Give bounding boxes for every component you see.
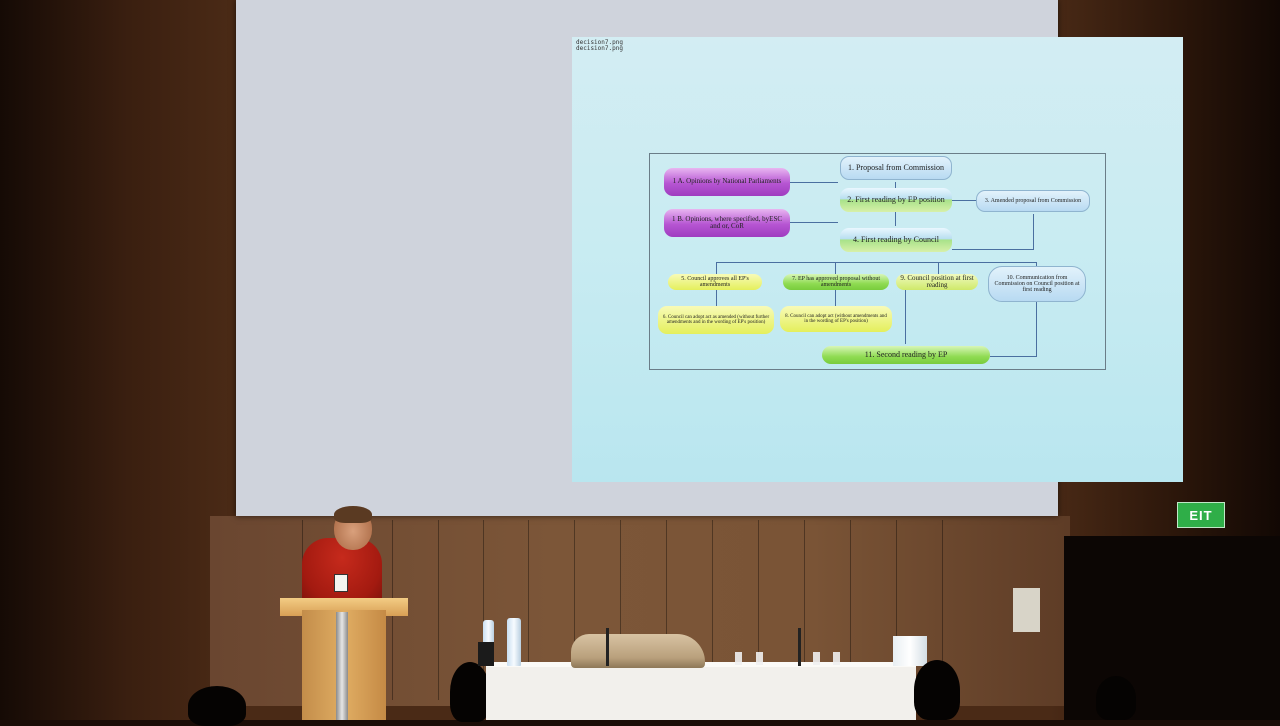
speaker-device xyxy=(478,642,494,666)
flow-node-council-position: 9. Council position at first reading xyxy=(896,274,978,290)
codecision-flowchart: 1. Proposal from Commission 1 A. Opinion… xyxy=(649,153,1106,370)
drinking-glass xyxy=(813,652,820,665)
microphone xyxy=(798,628,801,666)
connector xyxy=(835,288,836,306)
wall-notice xyxy=(1013,588,1040,632)
drinking-glass xyxy=(756,652,763,665)
flow-node-adopt-act: 8. Council can adopt act (without amendm… xyxy=(780,306,892,332)
projection-screen: decision7.png decision7.png 1. Proposal … xyxy=(236,0,1183,516)
connector xyxy=(952,249,1034,250)
panel-seam xyxy=(712,520,713,700)
flow-node-amended-proposal: 3. Amended proposal from Commission xyxy=(976,190,1090,212)
connector xyxy=(990,356,1037,357)
panel-seam xyxy=(666,520,667,700)
panel-seam xyxy=(483,520,484,700)
connector xyxy=(790,222,838,223)
panel-seam xyxy=(574,520,575,700)
name-badge xyxy=(334,574,348,592)
flow-node-commission-communication: 10. Communication from Commission on Cou… xyxy=(988,266,1086,302)
speaker-hair xyxy=(334,506,372,523)
connector xyxy=(835,262,836,274)
flow-node-council-approves: 5. Council approves all EP's amendments xyxy=(668,274,762,290)
audience-head xyxy=(450,662,490,722)
lectern-stand-pole xyxy=(336,612,348,720)
projected-slide: decision7.png decision7.png 1. Proposal … xyxy=(572,37,1183,482)
drinking-glass xyxy=(735,652,742,665)
drinking-glass xyxy=(833,652,840,665)
microphone xyxy=(606,628,609,666)
connector xyxy=(1036,302,1037,356)
panel-seam xyxy=(438,520,439,700)
connector xyxy=(895,212,896,226)
flow-node-second-reading: 11. Second reading by EP xyxy=(822,346,990,364)
connector xyxy=(790,182,838,183)
connector xyxy=(716,288,717,306)
panel-seam xyxy=(896,520,897,700)
connector xyxy=(716,262,1036,263)
audience-head xyxy=(914,660,960,720)
panel-seam xyxy=(942,520,943,700)
flow-node-council-first-reading: 4. First reading by Council xyxy=(840,228,952,252)
flow-node-ep-first-reading: 2. First reading by EP position xyxy=(840,188,952,212)
connector xyxy=(1033,214,1034,249)
audience-head xyxy=(1096,676,1136,720)
slide-filename: decision7.png xyxy=(576,45,623,52)
audience-head xyxy=(188,686,246,726)
panel-table xyxy=(486,667,916,720)
panel-seam xyxy=(758,520,759,700)
flow-node-adopt-amended: 6. Council can adopt act as amended (wit… xyxy=(658,306,774,334)
flow-node-national-parliaments: 1 A. Opinions by National Parliaments xyxy=(664,168,790,196)
connector xyxy=(905,288,906,344)
exit-sign: EIT xyxy=(1177,502,1225,528)
water-bottle xyxy=(507,618,521,666)
panel-seam xyxy=(804,520,805,700)
folded-jacket xyxy=(571,634,705,668)
connector xyxy=(716,262,717,274)
slide-filename: decision7.png xyxy=(576,39,623,46)
connector xyxy=(938,262,939,274)
flow-node-proposal: 1. Proposal from Commission xyxy=(840,156,952,180)
flow-node-ep-approved: 7. EP has approved proposal without amen… xyxy=(783,274,889,290)
speaker-torso xyxy=(302,538,382,604)
water-bottle-pack xyxy=(893,636,927,666)
connector xyxy=(952,200,976,201)
flow-node-esc-cor: 1 B. Opinions, where specified, byESC an… xyxy=(664,209,790,237)
panel-seam xyxy=(620,520,621,700)
panel-seam xyxy=(850,520,851,700)
panel-seam xyxy=(528,520,529,700)
